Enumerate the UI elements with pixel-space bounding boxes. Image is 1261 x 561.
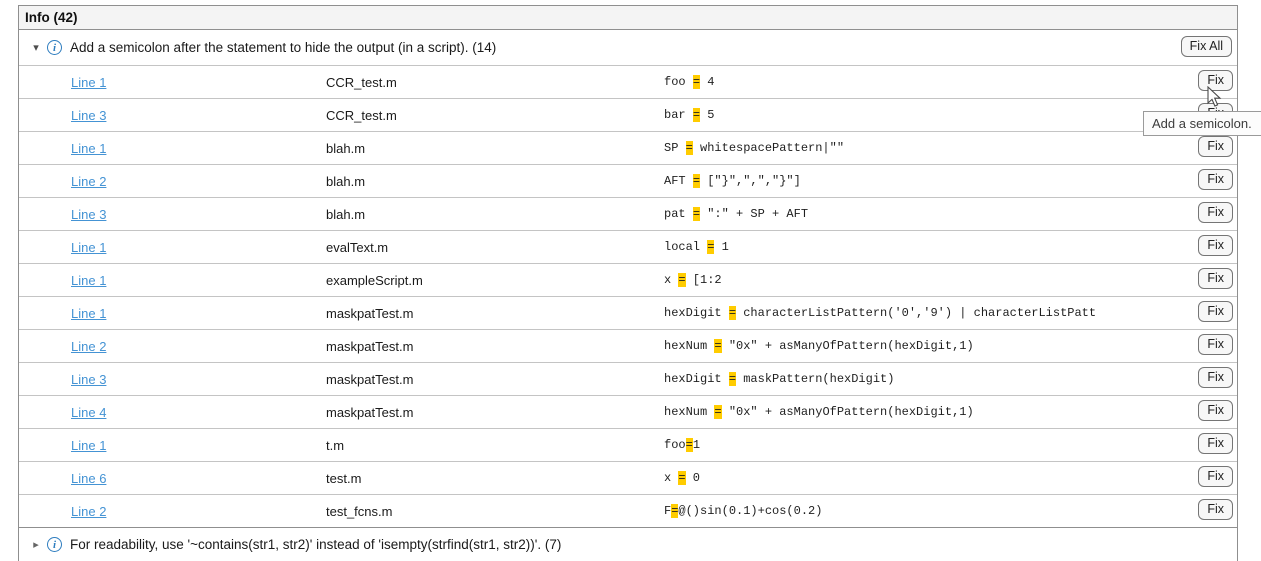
file-name: maskpatTest.m — [326, 339, 414, 354]
highlighted-equals: = — [714, 405, 722, 419]
code-snippet: pat = ":" + SP + AFT — [664, 207, 809, 221]
file-name: maskpatTest.m — [326, 372, 414, 387]
issue-row: Line 3 CCR_test.m bar = 5 Fix — [19, 98, 1237, 131]
issue-rows: Line 1 CCR_test.m foo = 4 Fix Line 3 CCR… — [19, 65, 1237, 527]
highlighted-equals: = — [707, 240, 715, 254]
line-link[interactable]: Line 2 — [71, 174, 107, 189]
highlighted-equals: = — [714, 339, 722, 353]
file-name: blah.m — [326, 174, 366, 189]
highlighted-equals: = — [685, 438, 693, 452]
issue-row: Line 1 maskpatTest.m hexDigit = characte… — [19, 296, 1237, 329]
line-link[interactable]: Line 3 — [71, 372, 107, 387]
line-link[interactable]: Line 2 — [71, 339, 107, 354]
collapsed-group-label: For readability, use '~contains(str1, st… — [70, 537, 562, 552]
code-snippet: x = [1:2 — [664, 273, 722, 287]
issue-row: Line 6 test.m x = 0 Fix — [19, 461, 1237, 494]
info-count-title: Info (42) — [25, 10, 78, 25]
line-link[interactable]: Line 1 — [71, 438, 107, 453]
line-link[interactable]: Line 1 — [71, 141, 107, 156]
fix-button[interactable]: Fix — [1198, 334, 1233, 355]
file-name: blah.m — [326, 141, 366, 156]
chevron-right-icon[interactable]: ▸ — [33, 539, 39, 551]
collapsed-message-group[interactable]: ▸ i For readability, use '~contains(str1… — [19, 527, 1237, 561]
info-section-header: Info (42) — [19, 6, 1237, 30]
issue-row: Line 2 blah.m AFT = ["}",",","}"] Fix — [19, 164, 1237, 197]
code-snippet: SP = whitespacePattern|"" — [664, 141, 845, 155]
highlighted-equals: = — [671, 504, 679, 518]
file-name: blah.m — [326, 207, 366, 222]
code-snippet: hexNum = "0x" + asManyOfPattern(hexDigit… — [664, 405, 974, 419]
fix-button[interactable]: Fix — [1198, 466, 1233, 487]
fix-button[interactable]: Fix — [1198, 268, 1233, 289]
fix-button[interactable]: Fix — [1198, 499, 1233, 520]
code-snippet: foo=1 — [664, 438, 701, 452]
line-link[interactable]: Line 4 — [71, 405, 107, 420]
file-name: CCR_test.m — [326, 75, 397, 90]
file-name: CCR_test.m — [326, 108, 397, 123]
issue-row: Line 1 evalText.m local = 1 Fix — [19, 230, 1237, 263]
line-link[interactable]: Line 1 — [71, 75, 107, 90]
code-snippet: AFT = ["}",",","}"] — [664, 174, 801, 188]
highlighted-equals: = — [692, 108, 701, 122]
file-name: exampleScript.m — [326, 273, 423, 288]
issue-row: Line 3 maskpatTest.m hexDigit = maskPatt… — [19, 362, 1237, 395]
fix-button[interactable]: Fix — [1198, 400, 1233, 421]
file-name: maskpatTest.m — [326, 405, 414, 420]
file-name: test_fcns.m — [326, 504, 393, 519]
issue-row: Line 1 exampleScript.m x = [1:2 Fix — [19, 263, 1237, 296]
message-group-header[interactable]: ▾ i Add a semicolon after the statement … — [19, 30, 1237, 65]
chevron-down-icon[interactable]: ▾ — [33, 42, 39, 54]
highlighted-equals: = — [692, 75, 701, 89]
issue-row: Line 1 t.m foo=1 Fix — [19, 428, 1237, 461]
issue-row: Line 2 test_fcns.m F=@()sin(0.1)+cos(0.2… — [19, 494, 1237, 527]
code-snippet: foo = 4 — [664, 75, 715, 89]
issue-row: Line 2 maskpatTest.m hexNum = "0x" + asM… — [19, 329, 1237, 362]
highlighted-equals: = — [728, 306, 737, 320]
code-snippet: bar = 5 — [664, 108, 715, 122]
fix-button[interactable]: Fix — [1198, 367, 1233, 388]
mouse-cursor — [1207, 86, 1222, 107]
highlighted-equals: = — [685, 141, 693, 155]
info-icon: i — [47, 40, 62, 55]
info-icon: i — [47, 537, 62, 552]
fix-tooltip: Add a semicolon. — [1143, 111, 1261, 136]
fix-button[interactable]: Fix — [1198, 70, 1233, 91]
line-link[interactable]: Line 1 — [71, 240, 107, 255]
fix-button[interactable]: Fix — [1198, 433, 1233, 454]
fix-button[interactable]: Fix — [1198, 169, 1233, 190]
line-link[interactable]: Line 6 — [71, 471, 107, 486]
code-snippet: hexNum = "0x" + asManyOfPattern(hexDigit… — [664, 339, 974, 353]
line-link[interactable]: Line 3 — [71, 108, 107, 123]
issue-row: Line 1 CCR_test.m foo = 4 Fix — [19, 65, 1237, 98]
fix-all-button[interactable]: Fix All — [1180, 36, 1232, 57]
line-link[interactable]: Line 1 — [71, 306, 107, 321]
issue-row: Line 3 blah.m pat = ":" + SP + AFT Fix — [19, 197, 1237, 230]
info-messages-table: Info (42) ▾ i Add a semicolon after the … — [18, 5, 1238, 561]
highlighted-equals: = — [692, 174, 701, 188]
file-name: test.m — [326, 471, 362, 486]
code-snippet: hexDigit = maskPattern(hexDigit) — [664, 372, 895, 386]
message-group-label: Add a semicolon after the statement to h… — [70, 40, 497, 55]
file-name: t.m — [326, 438, 345, 453]
fix-button[interactable]: Fix — [1198, 136, 1233, 157]
line-link[interactable]: Line 3 — [71, 207, 107, 222]
highlighted-equals: = — [692, 207, 701, 221]
fix-button[interactable]: Fix — [1198, 235, 1233, 256]
line-link[interactable]: Line 2 — [71, 504, 107, 519]
code-snippet: hexDigit = characterListPattern('0','9')… — [664, 306, 1097, 320]
file-name: maskpatTest.m — [326, 306, 414, 321]
code-snippet: F=@()sin(0.1)+cos(0.2) — [664, 504, 823, 518]
code-snippet: x = 0 — [664, 471, 701, 485]
issue-row: Line 4 maskpatTest.m hexNum = "0x" + asM… — [19, 395, 1237, 428]
code-snippet: local = 1 — [664, 240, 729, 254]
line-link[interactable]: Line 1 — [71, 273, 107, 288]
fix-button[interactable]: Fix — [1198, 301, 1233, 322]
highlighted-equals: = — [678, 273, 686, 287]
file-name: evalText.m — [326, 240, 389, 255]
highlighted-equals: = — [728, 372, 737, 386]
highlighted-equals: = — [678, 471, 686, 485]
fix-button[interactable]: Fix — [1198, 202, 1233, 223]
issue-row: Line 1 blah.m SP = whitespacePattern|"" … — [19, 131, 1237, 164]
